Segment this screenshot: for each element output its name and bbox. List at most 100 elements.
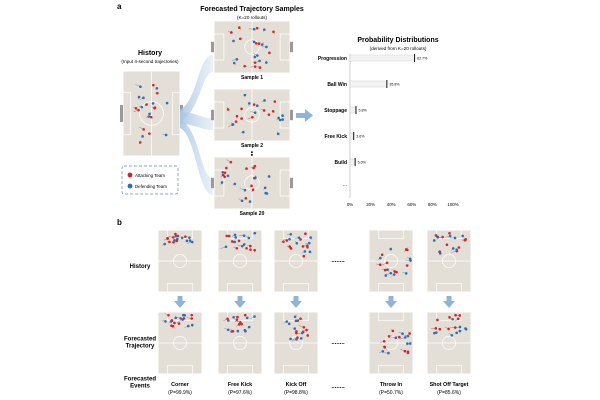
defending-player [436, 235, 440, 239]
attacking-player [282, 240, 285, 243]
defending-player [389, 271, 393, 275]
defending-player [450, 334, 454, 337]
defending-player [433, 331, 436, 335]
defending-player [139, 85, 142, 89]
defending-marker [127, 183, 133, 189]
penalty-box [378, 229, 404, 240]
attacking-player [149, 115, 153, 119]
attacking-player [288, 245, 291, 248]
attacking-player [156, 91, 159, 95]
defending-player [455, 331, 458, 335]
forecast-title: Forecasted Trajectory Samples [200, 6, 304, 13]
bar [349, 158, 356, 166]
forecast-pitch-b [273, 311, 319, 375]
attacking-player [456, 317, 460, 321]
defending-player [408, 342, 412, 345]
penalty-box [436, 282, 462, 293]
attacking-player [305, 244, 309, 247]
down-arrow-shaft [237, 296, 243, 301]
defending-player [309, 236, 312, 239]
attacking-player [251, 115, 254, 119]
defending-player [277, 116, 280, 120]
label-line: Forecasted [124, 377, 156, 383]
defending-player [435, 331, 438, 334]
attacking-player [301, 245, 305, 248]
defending-player [394, 336, 398, 340]
event-probability: (P=98.8%) [284, 390, 308, 396]
defending-player [455, 248, 458, 251]
panel-a-label: a [117, 2, 122, 11]
attacking-player [171, 324, 175, 328]
attacking-player [237, 239, 241, 243]
attacking-player [305, 328, 308, 332]
center-circle [289, 254, 303, 268]
defending-player [240, 199, 244, 203]
defending-player [244, 329, 247, 333]
defending-player [247, 236, 251, 240]
defending-player [387, 351, 390, 355]
defending-player [381, 350, 385, 353]
attacking-player [302, 326, 306, 329]
attacking-player [273, 100, 277, 103]
attacking-player [167, 313, 170, 317]
defending-player [226, 174, 230, 178]
event-name: Corner [171, 382, 190, 388]
defending-player [303, 250, 307, 253]
defending-player [461, 234, 464, 238]
defending-player [226, 319, 230, 322]
attacking-player [253, 164, 257, 168]
attacking-player [244, 196, 248, 200]
defending-player [299, 337, 303, 340]
attacking-marker [127, 172, 133, 178]
attacking-player [463, 238, 467, 242]
center-circle [139, 101, 164, 126]
goal [211, 109, 214, 121]
attacking-player [253, 61, 257, 64]
defending-player [263, 28, 266, 31]
defending-player [406, 342, 409, 345]
down-arrow-head [385, 301, 397, 308]
category-label: Ball Win [327, 82, 347, 88]
attacking-player [434, 327, 438, 330]
center-circle [442, 254, 456, 268]
attacking-player [398, 335, 401, 339]
center-circle [384, 336, 398, 350]
attacking-player [243, 64, 246, 68]
defending-player [285, 320, 289, 323]
defending-player [404, 272, 408, 275]
forecast-pitch-b [217, 311, 263, 375]
attacking-player [234, 120, 238, 123]
attacking-player [168, 240, 171, 244]
penalty-box [378, 282, 404, 293]
defending-player [173, 238, 176, 242]
history-pitch-b [273, 229, 319, 293]
history-pitch-b [368, 229, 414, 293]
defending-player [401, 332, 404, 335]
defending-player [148, 112, 151, 116]
attacking-player [441, 235, 444, 239]
attacking-player [299, 238, 302, 241]
attacking-player [253, 65, 257, 68]
defending-player [265, 45, 268, 49]
sample-1-label: Sample 1 [241, 75, 263, 81]
center-circle [173, 336, 187, 350]
down-arrow-shaft [293, 296, 299, 301]
history-title: History [138, 50, 162, 57]
down-arrow-head [234, 301, 246, 308]
defending-player [278, 118, 282, 122]
defending-player [190, 323, 194, 327]
more-categories: ... [343, 182, 347, 188]
defending-player [451, 247, 455, 250]
center-circle [233, 254, 247, 268]
attacking-player [453, 326, 457, 329]
defending-player [253, 315, 256, 318]
attacking-player [177, 322, 181, 325]
history-subtitle: (Input 4-second trajectories) [121, 59, 179, 64]
defending-player [293, 327, 297, 330]
x-tick-label: 60% [407, 202, 416, 207]
row-label-history: History [130, 264, 151, 270]
defending-player [233, 182, 237, 186]
defending-player [235, 58, 239, 61]
goal [211, 177, 214, 189]
